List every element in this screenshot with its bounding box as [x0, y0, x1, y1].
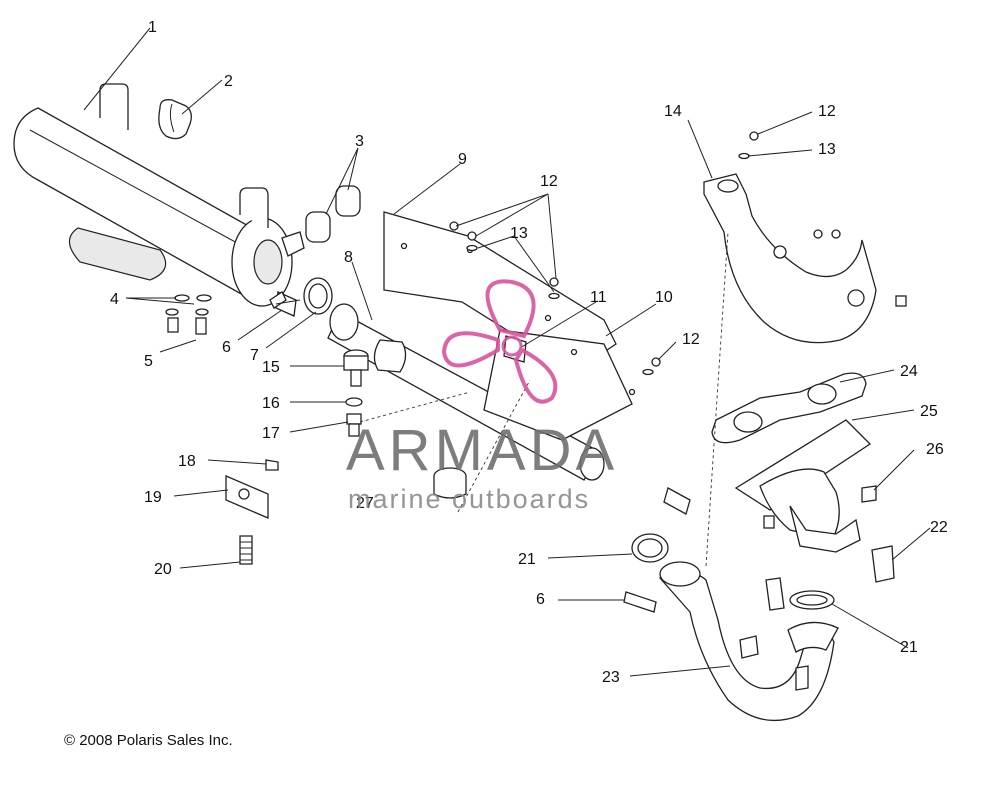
spring	[765, 577, 785, 611]
assembly-lines	[359, 231, 729, 567]
propeller-logo	[441, 279, 558, 404]
header-heat-shield	[703, 173, 907, 344]
callout-12: 12	[818, 103, 836, 120]
gasket	[631, 533, 669, 563]
mounting-bracket	[225, 475, 269, 519]
callout-14: 14	[664, 103, 682, 120]
callout-26: 26	[926, 441, 944, 458]
callout-13: 13	[510, 225, 528, 242]
callout-12: 12	[682, 331, 700, 348]
muffler	[13, 83, 305, 317]
rubber-bumper	[343, 349, 369, 387]
callout-3: 3	[355, 133, 364, 150]
rubber-isolators	[305, 185, 361, 243]
spring	[663, 487, 691, 515]
nut	[346, 413, 362, 437]
callouts: 1 2 3 4 5 6 6 7 8 9 10 11 12 12 12 13 13…	[110, 19, 948, 686]
spring	[269, 291, 301, 309]
callout-13: 13	[818, 141, 836, 158]
callout-24: 24	[900, 363, 918, 380]
gasket	[303, 277, 333, 315]
callout-25: 25	[920, 403, 938, 420]
callout-18: 18	[178, 453, 196, 470]
armada-watermark: ARMADA marine outboards	[346, 279, 618, 514]
callout-23: 23	[602, 669, 620, 686]
callout-6: 6	[222, 339, 231, 356]
rubber-cap	[433, 467, 467, 499]
callout-22: 22	[930, 519, 948, 536]
screw	[265, 459, 279, 471]
leader-lines	[83, 27, 931, 677]
bolt	[861, 485, 877, 503]
callout-2: 2	[224, 73, 233, 90]
callout-27: 27	[356, 495, 374, 512]
callout-1: 1	[148, 19, 157, 36]
header-flange	[734, 419, 872, 553]
callout-7: 7	[250, 347, 259, 364]
header-pipe	[658, 561, 839, 722]
copyright-notice: © 2008 Polaris Sales Inc.	[64, 732, 233, 749]
callout-10: 10	[655, 289, 673, 306]
washers-and-bolts	[165, 294, 212, 335]
watermark-subtitle: marine outboards	[348, 484, 590, 514]
header-gasket	[711, 372, 867, 444]
callout-5: 5	[144, 353, 153, 370]
spring	[239, 535, 253, 565]
callout-16: 16	[262, 395, 280, 412]
gasket	[789, 590, 835, 610]
callout-9: 9	[458, 151, 467, 168]
callout-20: 20	[154, 561, 172, 578]
callout-6: 6	[536, 591, 545, 608]
spring	[623, 591, 657, 613]
spring	[871, 545, 895, 583]
washer	[345, 397, 363, 407]
grommet	[158, 99, 192, 140]
callout-19: 19	[144, 489, 162, 506]
callout-8: 8	[344, 249, 353, 266]
callout-11: 11	[590, 289, 607, 306]
callout-12: 12	[540, 173, 558, 190]
callout-17: 17	[262, 425, 280, 442]
watermark-title: ARMADA	[346, 418, 618, 483]
callout-21: 21	[900, 639, 918, 656]
callout-4: 4	[110, 291, 119, 308]
callout-21: 21	[518, 551, 536, 568]
callout-15: 15	[262, 359, 280, 376]
small-fasteners	[449, 131, 759, 376]
